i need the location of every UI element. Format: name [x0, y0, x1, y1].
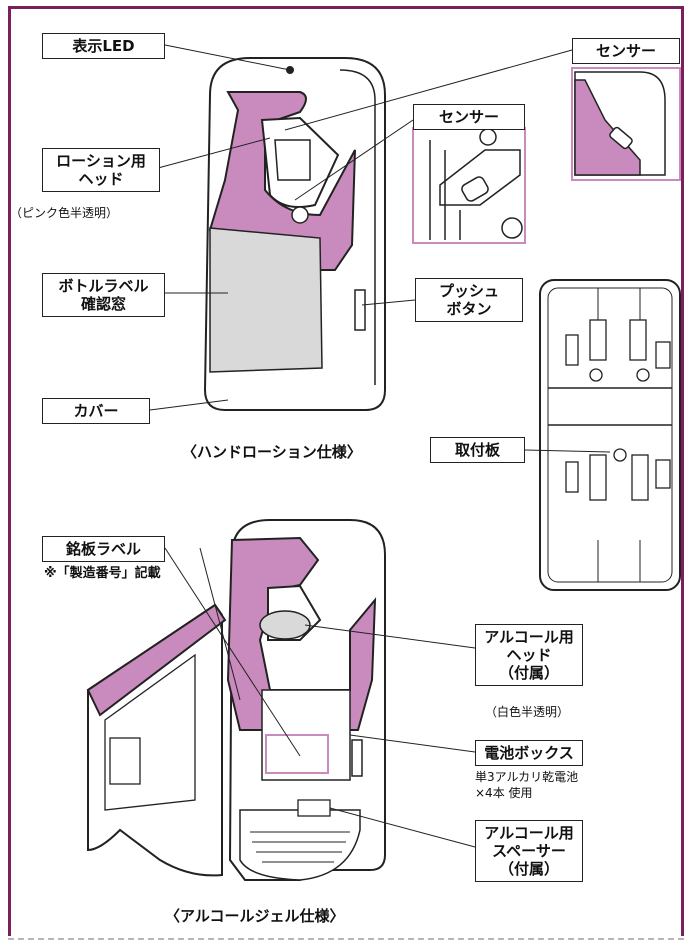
label-sensor-top: センサー [572, 38, 680, 64]
label-nameplate: 銘板ラベル [42, 536, 165, 562]
note-alcohol-head: （白色半透明） [485, 705, 570, 719]
alcohol-head-line1: アルコール用 [484, 628, 574, 646]
caption-alcohol-gel: 〈アルコールジェル仕様〉 [165, 907, 345, 925]
sensor-detail-1 [571, 67, 681, 181]
label-battery-box: 電池ボックス [475, 740, 583, 766]
label-bottle-label-window: ボトルラベル 確認窓 [42, 273, 165, 317]
note-nameplate: ※「製造番号」記載 [44, 566, 161, 581]
label-mount-plate: 取付板 [430, 437, 525, 463]
label-alcohol-head: アルコール用 ヘッド （付属） [475, 624, 583, 686]
lotion-head-line1: ローション用 [56, 152, 146, 170]
lotion-head-line2: ヘッド [78, 170, 124, 188]
leader-lines [149, 44, 611, 848]
lotion-dispenser [203, 57, 386, 411]
caption-hand-lotion: 〈ハンドローション仕様〉 [182, 443, 362, 461]
bottle-label-line1: ボトルラベル [58, 277, 149, 295]
label-alcohol-spacer: アルコール用 スペーサー （付属） [475, 820, 583, 882]
label-lotion-head: ローション用 ヘッド [42, 148, 160, 192]
spacer-line2: スペーサー [492, 842, 566, 860]
figure-frame [8, 6, 684, 936]
bottom-dashed-divider [8, 938, 684, 940]
sensor-detail-2 [412, 127, 526, 244]
note-lotion-head: （ピンク色半透明） [10, 206, 119, 220]
push-button-line1: プッシュ [438, 282, 499, 300]
label-display-led: 表示LED [42, 33, 165, 59]
label-push-button: プッシュ ボタン [415, 278, 523, 322]
alcohol-head-line3: （付属） [498, 664, 559, 682]
mount-plate [539, 279, 681, 591]
spacer-line3: （付属） [498, 860, 559, 878]
label-sensor-mid: センサー [413, 104, 525, 130]
gel-dispenser [86, 519, 386, 881]
push-button-line2: ボタン [446, 300, 492, 318]
bottle-label-line2: 確認窓 [80, 295, 126, 313]
note-battery-2: ×4本 使用 [475, 786, 533, 800]
label-cover: カバー [42, 398, 150, 424]
note-battery-1: 単3アルカリ乾電池 [475, 770, 579, 784]
alcohol-head-line2: ヘッド [506, 646, 552, 664]
spacer-line1: アルコール用 [484, 824, 574, 842]
